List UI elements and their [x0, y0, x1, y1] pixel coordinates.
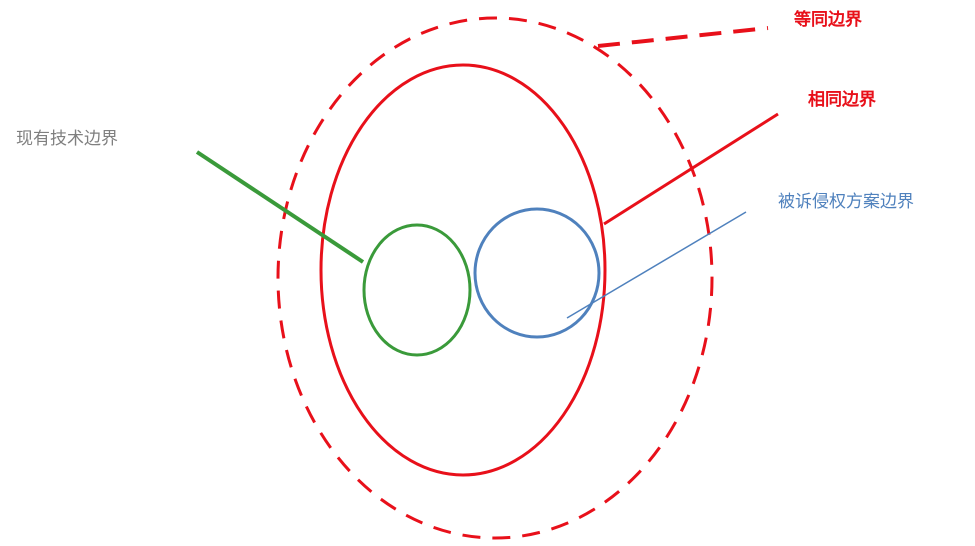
- identical-boundary-label: 相同边界: [808, 90, 876, 110]
- prior-art-boundary-label: 现有技术边界: [16, 129, 118, 149]
- prior-art-boundary-ellipse: [362, 223, 472, 357]
- prior-art-leader-line: [195, 150, 365, 264]
- identical-boundary-ellipse: [319, 63, 607, 477]
- equivalent-boundary-label: 等同边界: [794, 10, 862, 30]
- identical-leader-line: [603, 112, 779, 226]
- accused-scheme-boundary-ellipse: [473, 207, 601, 339]
- accused-scheme-boundary-label: 被诉侵权方案边界: [778, 192, 914, 212]
- equivalent-leader-line: [597, 26, 769, 48]
- accused-leader-line: [566, 211, 747, 319]
- equivalent-boundary-ellipse: [276, 16, 714, 540]
